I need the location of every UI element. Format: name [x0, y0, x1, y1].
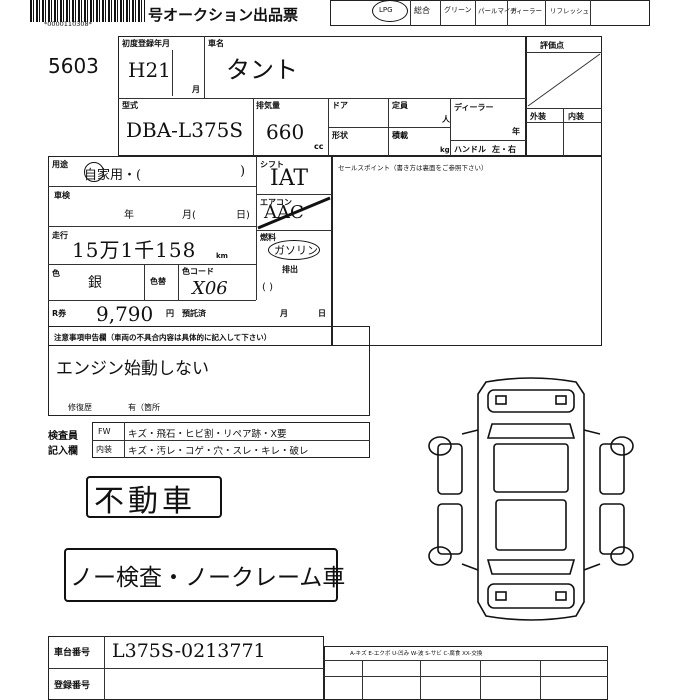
chassis-number[interactable]: L375S-0213771: [112, 640, 266, 662]
rating-label: 評価点: [540, 41, 564, 50]
handle-label: ハンドル: [454, 145, 486, 154]
shift-label: シフト: [260, 160, 284, 169]
chassis-label: 車台番号: [54, 648, 91, 658]
damage-legend: A-キズ E-エクボ U-凹み W-波 S-サビ C-腐食 XX-交換: [350, 651, 483, 657]
color-code-label: 色コード: [182, 267, 214, 276]
displacement-unit: cc: [314, 142, 324, 151]
recycle-value[interactable]: 9,790: [96, 302, 154, 326]
header-options-frame: [330, 0, 650, 26]
fuel-circle: [268, 240, 320, 260]
recycle-unit: 円: [166, 309, 174, 318]
first-reg-label: 初度登録年月: [122, 39, 170, 48]
rating-box: [526, 36, 602, 156]
exhaust-label: 排出: [282, 265, 298, 274]
main-form-frame: [118, 36, 526, 156]
shape-label: 形状: [332, 131, 348, 140]
fuel-value[interactable]: ガソリン: [274, 244, 318, 257]
recycle-deposit-label: 預託済: [182, 309, 206, 318]
immobile-stamp-box: [86, 476, 222, 518]
middle-left-frame: [48, 156, 332, 346]
capacity-label: 定員: [392, 101, 408, 110]
check-sogo[interactable]: 総合: [414, 6, 430, 15]
lot-number: 5603: [48, 54, 99, 78]
inspector-label-2: 記入欄: [48, 446, 78, 457]
car-name[interactable]: タント: [226, 56, 298, 84]
repair-value: 有（箇所: [128, 403, 160, 412]
shaken-day: 日): [236, 210, 250, 221]
usage-label: 用途: [52, 160, 68, 169]
year-unit: 年: [512, 127, 520, 136]
car-diagram[interactable]: [426, 374, 636, 624]
first-reg-year[interactable]: H21: [128, 58, 171, 82]
first-reg-month-unit: 月: [192, 85, 200, 94]
load-label: 積載: [392, 131, 408, 140]
no-claim-stamp: ノー検査・ノークレーム車: [70, 565, 346, 591]
barcode: [30, 0, 145, 22]
lpg-circle[interactable]: [372, 0, 408, 22]
rating-diagonal: [527, 53, 601, 107]
load-unit: kg: [440, 146, 450, 154]
fw-items[interactable]: キズ・飛石・ヒビ割・リペア跡・X要: [128, 429, 287, 440]
sales-point-box: [332, 156, 602, 346]
displacement-value[interactable]: 660: [266, 120, 305, 144]
check-pearl[interactable]: パールマイカ: [478, 7, 517, 15]
shaken-label: 車検: [54, 191, 70, 200]
check-dealer[interactable]: ディーラー: [510, 7, 543, 15]
no-claim-stamp-box: [64, 548, 338, 602]
mileage-label: 走行: [52, 231, 68, 240]
shaken-year: 年: [124, 210, 134, 221]
sales-point-label: セールスポイント（書き方は裏面をご参照下さい）: [338, 164, 488, 172]
recycle-day: 日: [318, 309, 326, 318]
registration-label: 登録番号: [54, 681, 91, 691]
barcode-number: *0000110308*: [44, 20, 92, 28]
usage-value[interactable]: 自家用・(: [84, 168, 142, 183]
fuel-label: 燃料: [260, 233, 276, 242]
model-value[interactable]: DBA-L375S: [126, 118, 244, 142]
dealer-label: ディーラー: [454, 103, 494, 112]
capacity-unit: 人: [442, 115, 450, 124]
lpg-option: LPG: [379, 6, 393, 14]
interior-items[interactable]: キズ・汚レ・コゲ・穴・スレ・キレ・破レ: [128, 446, 309, 457]
notes-header: 注意事項申告欄（車両の不具合内容は具体的に記入して下さい）: [54, 333, 272, 342]
ac-strike: [257, 196, 331, 230]
mileage-unit: km: [216, 252, 228, 260]
color-label: 色: [52, 269, 60, 278]
notes-content[interactable]: エンジン始動しない: [56, 359, 209, 379]
interior-label: 内装: [568, 112, 584, 121]
check-refresh[interactable]: リフレッシュ: [550, 7, 589, 15]
exhaust-paren: ( ): [262, 282, 273, 293]
displacement-label: 排気量: [256, 101, 280, 110]
usage-close: ): [240, 164, 246, 179]
shift-value[interactable]: IAT: [270, 166, 309, 191]
fw-label: FW: [98, 427, 111, 436]
inspector-label-1: 検査員: [48, 431, 78, 442]
usage-circle: [84, 162, 104, 182]
mileage-value[interactable]: 15万1千158: [72, 238, 197, 262]
check-green[interactable]: グリーン: [444, 6, 472, 14]
shaken-month: 月(: [182, 210, 196, 221]
ac-label: エアコン: [260, 198, 292, 207]
exterior-label: 外装: [530, 112, 546, 121]
ac-value[interactable]: AAC: [264, 202, 304, 223]
door-label: ドア: [332, 101, 348, 110]
recycle-month: 月: [280, 309, 288, 318]
repair-label: 修復歴: [68, 403, 92, 412]
handle-values[interactable]: 左・右: [492, 145, 516, 154]
color-code[interactable]: X06: [192, 278, 228, 299]
color-value[interactable]: 銀: [88, 275, 102, 291]
notes-box: [48, 326, 370, 416]
form-title: 号オークション出品票: [148, 6, 299, 24]
interior-inspect-label: 内装: [96, 445, 112, 454]
color-change-label: 色替: [150, 277, 166, 286]
car-name-label: 車名: [208, 39, 224, 48]
immobile-stamp: 不動車: [94, 484, 196, 519]
recycle-label: R券: [52, 309, 67, 318]
model-label: 型式: [122, 101, 138, 110]
